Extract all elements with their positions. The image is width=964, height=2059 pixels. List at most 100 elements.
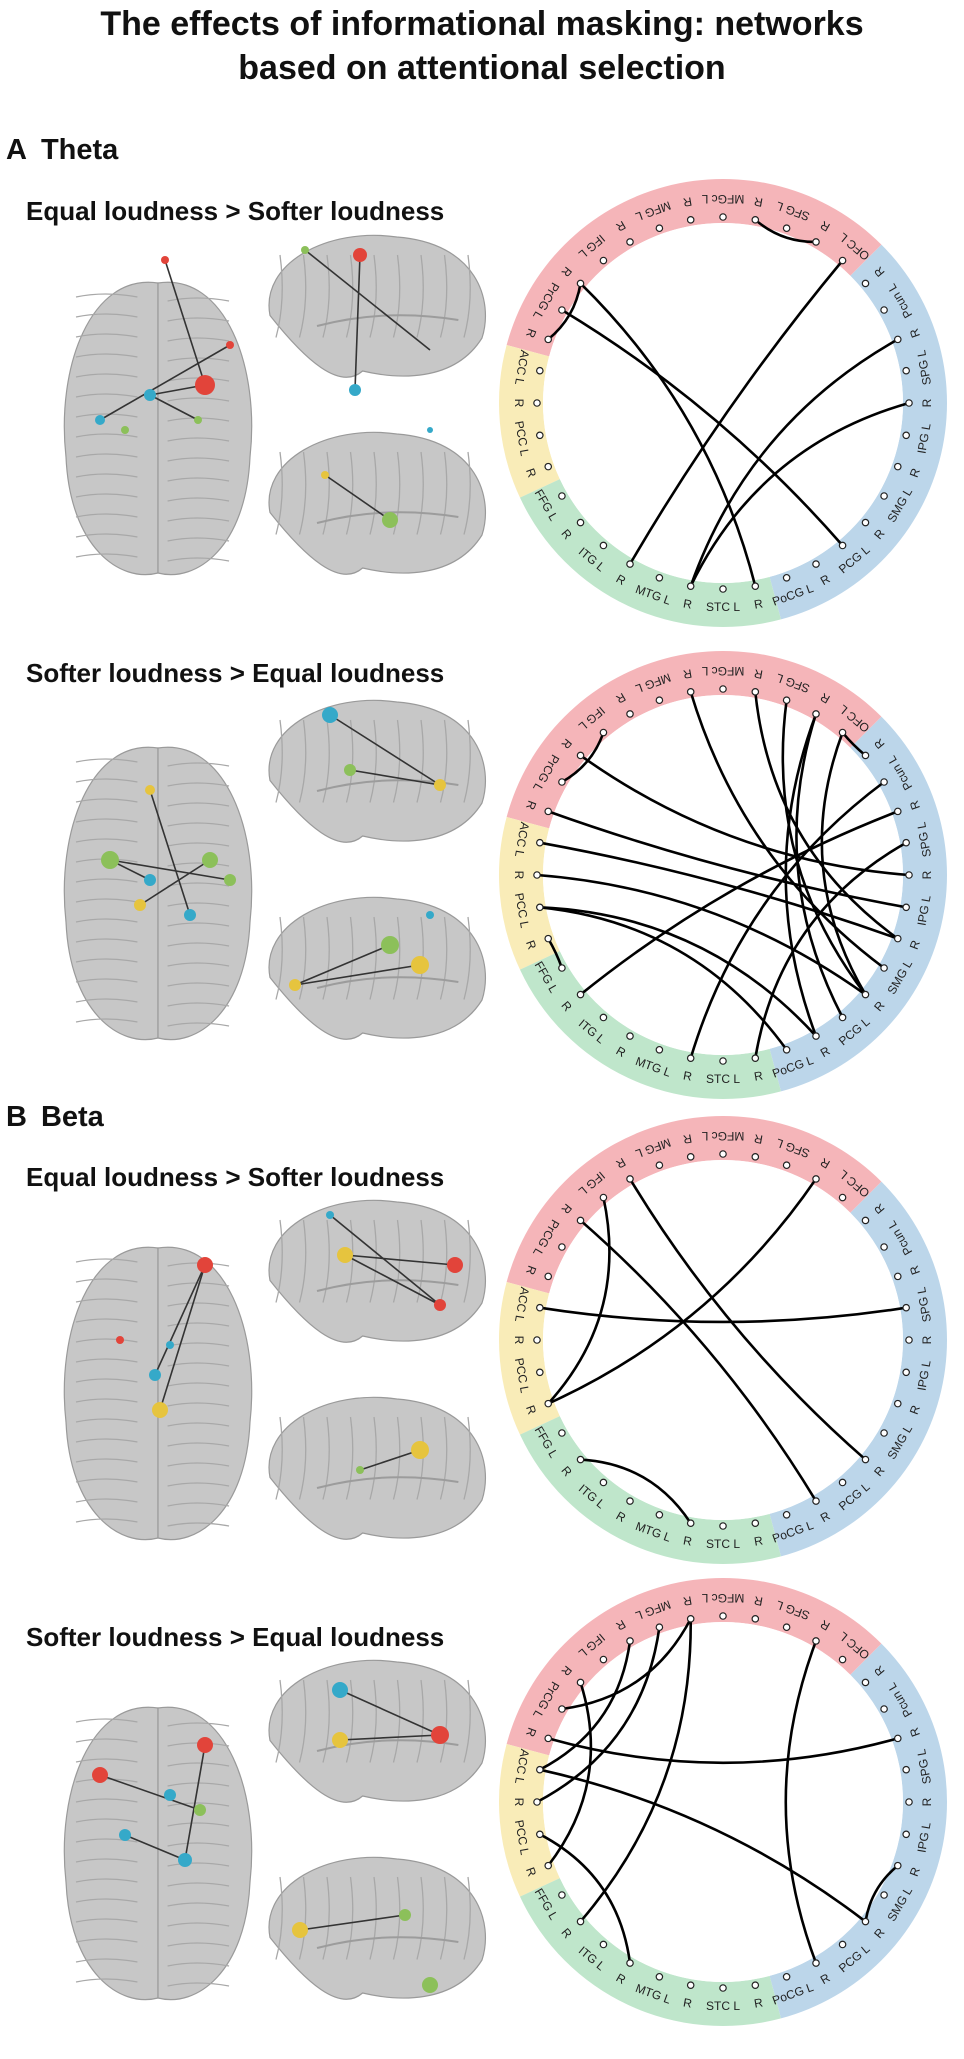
brain-sulcus [167, 842, 230, 847]
brain-sulcus [392, 1219, 401, 1303]
network-edge [580, 1458, 692, 1524]
brain-sulcus [463, 916, 471, 1000]
brain-sulcus [298, 1416, 307, 1500]
brain-connection [329, 714, 441, 786]
brain-node [144, 389, 156, 401]
ring-node [880, 964, 888, 972]
network-edge [689, 338, 899, 587]
brain-sulcus [75, 1938, 138, 1943]
ring-node [544, 335, 553, 344]
brain-node [321, 471, 329, 479]
ring-node [751, 216, 760, 224]
ring-node [626, 710, 634, 718]
brain-lateral-view [268, 896, 486, 1040]
brain-node [322, 707, 338, 723]
brain-sulcus [75, 1958, 138, 1963]
brain-sulcus [167, 942, 230, 947]
brain-sulcus [167, 982, 230, 987]
ring-node [902, 903, 910, 912]
brain-sulcus [75, 1278, 138, 1283]
condition-label-a1: Equal loudness > Softer loudness [26, 196, 445, 226]
ring-node [719, 585, 727, 593]
brain-sulcus [345, 254, 354, 338]
brain-sulcus [369, 254, 377, 338]
brain-sulcus [167, 557, 230, 562]
brain-sulcus [75, 293, 138, 298]
brain-node [202, 852, 218, 868]
ring-node [719, 1612, 727, 1620]
ring-node-label: R [682, 1593, 693, 1608]
brain-sulcus [167, 317, 230, 322]
network-edge [547, 1178, 818, 1405]
brain-node [337, 1247, 353, 1263]
brain-sulcus [416, 1219, 424, 1303]
brain-sulcus [392, 916, 401, 1000]
ring-node [838, 728, 847, 737]
brain-sulcus [275, 1416, 283, 1500]
network-edge [536, 1627, 661, 1804]
brain-sulcus [167, 1362, 230, 1367]
brain-sulcus [167, 782, 230, 787]
brain-connection [339, 1689, 441, 1736]
ring-node-label: ACC L [512, 1286, 532, 1324]
ring-node [686, 688, 695, 696]
brain-node [399, 1909, 411, 1921]
brain-sulcus [463, 1416, 471, 1500]
ring-node [536, 1368, 544, 1377]
brain-sulcus [167, 962, 230, 967]
ring-node [812, 710, 820, 718]
brain-node [197, 1257, 213, 1273]
brain-sulcus [298, 1219, 307, 1303]
brain-sulcus [75, 553, 138, 558]
ring-node [544, 807, 553, 816]
brain-sulcus [75, 1818, 138, 1823]
brain-node [353, 248, 367, 262]
figure-title-line-2: based on attentional selection [238, 49, 726, 87]
brain-renderings-1 [63, 234, 486, 576]
ring-node [861, 1216, 870, 1225]
brain-sulcus [275, 1876, 283, 1960]
brain-node [349, 384, 361, 396]
brain-sulcus [322, 254, 330, 338]
ring-node [861, 1917, 870, 1926]
brain-sulcus [345, 451, 354, 535]
network-edge [539, 1640, 632, 1771]
ring-node [782, 696, 791, 705]
brain-sulcus [369, 1416, 377, 1500]
brain-sulcus [75, 513, 138, 518]
ring-node [782, 224, 791, 233]
brain-sulcus [75, 473, 138, 478]
ring-node [838, 1655, 847, 1664]
ring-node [838, 1478, 847, 1487]
brain-sulcus [167, 1002, 230, 1007]
ring-node-label: R [682, 666, 693, 681]
ring-node [558, 1429, 566, 1437]
ring-node [719, 1984, 727, 1992]
ring-node [655, 1161, 664, 1170]
ring-node [655, 1623, 664, 1632]
brain-node [166, 1341, 174, 1349]
ring-node [880, 306, 888, 314]
region-sector-temporal [519, 1416, 781, 1564]
ring-node [812, 1032, 820, 1040]
ring-node [905, 399, 913, 407]
brain-node [301, 246, 309, 254]
brain-sulcus [75, 838, 138, 843]
region-sector-parietal [769, 244, 948, 620]
ring-node-label: R [512, 1336, 526, 1345]
brain-sylvian-fissure [316, 1476, 459, 1489]
ring-node [655, 1510, 664, 1519]
brain-sulcus [298, 916, 307, 1000]
ring-node-label: PCC L [512, 420, 532, 458]
brain-sulcus [167, 1382, 230, 1387]
ring-node [558, 1705, 566, 1713]
brain-sulcus [75, 1858, 138, 1863]
ring-node-label: R [753, 1593, 764, 1608]
ring-node [880, 1429, 888, 1437]
brain-sulcus [75, 433, 138, 438]
brain-sulcus [167, 1762, 230, 1767]
ring-node [536, 1765, 544, 1774]
network-edge [539, 906, 817, 1037]
brain-sulcus [298, 719, 307, 803]
